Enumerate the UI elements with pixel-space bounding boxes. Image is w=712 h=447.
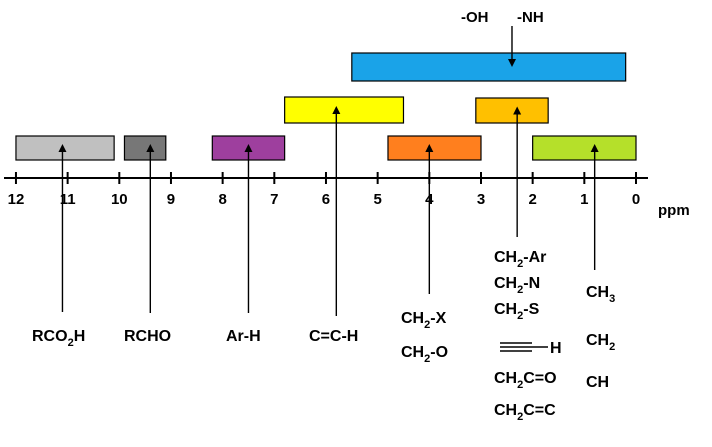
range-bars [15,52,637,161]
arrow-up-icon [590,144,599,152]
tick-label: 6 [322,191,330,208]
tick-label: 0 [632,191,640,208]
range-bar-alkyl [532,135,637,161]
tick-label: 5 [373,191,381,208]
label-aromatic: Ar-H [226,328,261,345]
range-bar-acid [15,135,115,161]
arrow-up-icon [513,106,522,115]
arrow-up-icon [332,106,341,114]
tick-label: 3 [477,191,485,208]
label-ch2: CH2 [586,332,615,353]
label-alpha-s: CH2-S [494,301,540,322]
label-ch2-cc: CH2C=C [494,402,556,423]
range-bar-hetero [387,135,482,161]
label-acid: RCO2H [32,328,85,349]
label-alpha-ar: CH2-Ar [494,249,546,270]
tick-label: 1 [580,191,588,208]
tick-label: 2 [528,191,536,208]
tick-label: 8 [218,191,226,208]
axis-unit-label: ppm [658,202,690,219]
label-ch: CH [586,374,609,391]
label-ch3: CH3 [586,284,615,305]
label-ch2-co: CH2C=O [494,370,557,391]
arrow-up-icon [425,144,434,152]
label-hetero-x: CH2-X [401,310,447,331]
arrow-up-icon [146,144,155,152]
tick-label: 7 [270,191,278,208]
tick-label: 11 [60,191,76,208]
arrow-down-icon [507,59,516,67]
range-bar-alpha [475,97,549,124]
oh-label: -OH [461,9,489,26]
arrow-up-icon [244,144,253,152]
tick-label: 10 [111,191,128,208]
label-alkyne-h: H [550,340,562,357]
nh-label: -NH [517,9,544,26]
label-hetero-o: CH2-O [401,344,448,365]
alkyne-triple-bond-icon [500,342,548,352]
range-markers [58,26,599,316]
label-alkene: C=C-H [309,328,358,345]
arrow-up-icon [58,144,67,152]
label-alpha-n: CH2-N [494,275,540,296]
range-bar-oh-nh [351,52,627,82]
label-aldehyde: RCHO [124,328,171,345]
range-bar-aldehyde [123,135,167,161]
tick-label: 12 [8,191,25,208]
range-bar-alkene [284,96,405,124]
tick-label: 9 [167,191,175,208]
